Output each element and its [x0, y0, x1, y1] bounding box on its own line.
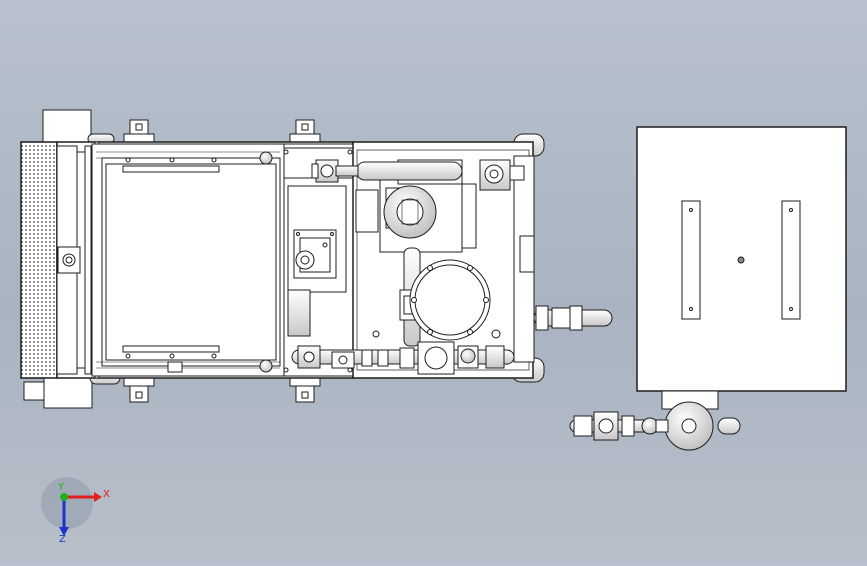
mounting-bracket-bottom-1: [123, 377, 155, 403]
y-axis-label: Y: [57, 482, 65, 493]
control-slot: [287, 289, 311, 337]
top-right-fitting: [479, 159, 525, 191]
z-axis-label: Z: [59, 534, 66, 545]
bottom-tee: [331, 351, 355, 369]
mounting-bracket-bottom-2: [289, 377, 321, 403]
cabinet-inner-panel: [105, 163, 277, 361]
slot-bracket-right: [781, 200, 801, 320]
side-rail-3: [84, 145, 92, 375]
external-pipe-valves: [569, 411, 669, 441]
y-axis-dot: [60, 493, 68, 501]
bottom-left-tab: [23, 381, 45, 401]
external-pump: [661, 390, 741, 451]
mounting-bracket-top-2: [289, 119, 321, 143]
bottom-fittings: [361, 347, 415, 369]
mounting-bracket-top-1: [123, 119, 155, 143]
din-rail-top: [122, 165, 220, 173]
z-axis-arrow: [59, 527, 69, 536]
cabinet-latch: [167, 361, 183, 373]
top-union-fitting: [311, 159, 339, 183]
bottom-handle-block: [43, 377, 93, 409]
bottom-union-left: [297, 345, 321, 369]
outlet-pipe: [533, 305, 613, 331]
x-axis-label: X: [103, 489, 110, 500]
rail-connector: [57, 246, 81, 274]
pressure-switch-block: [293, 229, 337, 279]
bottom-pump-body: [417, 341, 455, 375]
x-axis-arrow: [94, 492, 102, 502]
side-plate-view[interactable]: [569, 126, 847, 451]
filter-housing: [409, 259, 491, 341]
top-handle-block: [42, 109, 92, 143]
din-rail-bottom: [122, 345, 220, 353]
bottom-valve: [457, 345, 505, 369]
perforated-panel: [20, 141, 58, 379]
coordinate-triad: X Y Z: [41, 477, 110, 545]
center-hole: [737, 256, 745, 264]
machine-assembly-top-view[interactable]: [20, 109, 613, 409]
slot-bracket-left: [681, 200, 701, 320]
top-pipe: [355, 161, 463, 181]
